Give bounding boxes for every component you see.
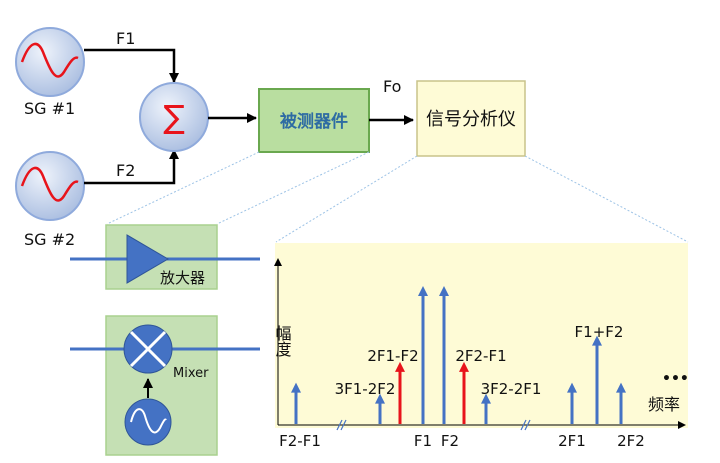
tone-label: 2F2-F1 [455, 347, 506, 365]
tone-label: F2 [441, 432, 459, 450]
f1-label: F1 [116, 29, 135, 48]
y-axis-label: 幅度 [273, 325, 292, 357]
tone-3f2-2f1: 3F2-2F1 [481, 380, 542, 424]
zoom-guides [106, 151, 689, 243]
sine-wave-icon [20, 166, 79, 202]
tone-f1-f2: F1+F2 [575, 323, 624, 424]
tone-label: F1+F2 [575, 323, 624, 341]
f2-label: F2 [116, 161, 135, 180]
tone-f1: F1 [414, 286, 432, 450]
dut-box [258, 88, 370, 153]
analyzer-label: 信号分析仪 [426, 109, 516, 130]
tone-arrowhead [418, 286, 428, 296]
tone-arrowhead [616, 382, 626, 393]
amplifier-panel: 放大器 [70, 224, 260, 290]
amplifier-label: 放大器 [160, 269, 205, 287]
mixer-icon [123, 324, 173, 374]
tone-arrowhead [395, 361, 405, 372]
tone-2f2: 2F2 [616, 382, 645, 450]
tone-2f2-f1: 2F2-F1 [455, 347, 507, 424]
tone-arrowhead [375, 393, 385, 404]
spectrum-axes [274, 258, 686, 429]
tone-label: 3F1-2F2 [335, 380, 396, 398]
mixer-panel: Mixer [70, 315, 260, 456]
sine-wave-icon [20, 42, 79, 78]
tone-f2-f1: F2-F1 [279, 382, 321, 450]
amplifier-triangle-icon [126, 234, 169, 284]
x-axis-label: 频率 [648, 395, 680, 414]
tone-label: 2F1-F2 [367, 347, 418, 365]
f2-signal-line [84, 149, 179, 185]
sigma-symbol: ∑ [163, 98, 185, 136]
tone-3f1-2f2: 3F1-2F2 [335, 380, 396, 424]
fo-label: Fo [383, 77, 401, 96]
f1-signal-line [84, 48, 179, 83]
ellipsis: ••• [662, 371, 689, 387]
local-oscillator-icon [124, 398, 172, 446]
tone-label: 2F1 [558, 432, 586, 450]
sg1-label: SG #1 [24, 99, 75, 118]
signal-generator-2 [15, 151, 85, 221]
tone-arrowhead [567, 382, 577, 393]
dut-label: 被测器件 [280, 111, 348, 132]
tone-arrowhead [592, 335, 602, 346]
axis-break-marks [336, 419, 531, 431]
tone-arrowhead [481, 393, 491, 404]
tone-label: F1 [414, 432, 432, 450]
tone-label: F2-F1 [279, 432, 321, 450]
tone-arrowhead [291, 382, 301, 393]
tone-label: 3F2-2F1 [481, 380, 542, 398]
mixer-label: Mixer [173, 366, 209, 381]
tone-f2: F2 [439, 286, 459, 450]
sg2-label: SG #2 [24, 230, 75, 249]
tone-arrowhead [459, 361, 469, 372]
analyzer-box [416, 80, 526, 157]
tone-2f1-f2: 2F1-F2 [367, 347, 419, 424]
tone-2f1: 2F1 [558, 382, 586, 450]
summer-node: ∑ [139, 82, 209, 152]
signal-generator-1 [15, 27, 85, 97]
tone-label: 2F2 [617, 432, 645, 450]
tone-arrowhead [439, 286, 449, 296]
